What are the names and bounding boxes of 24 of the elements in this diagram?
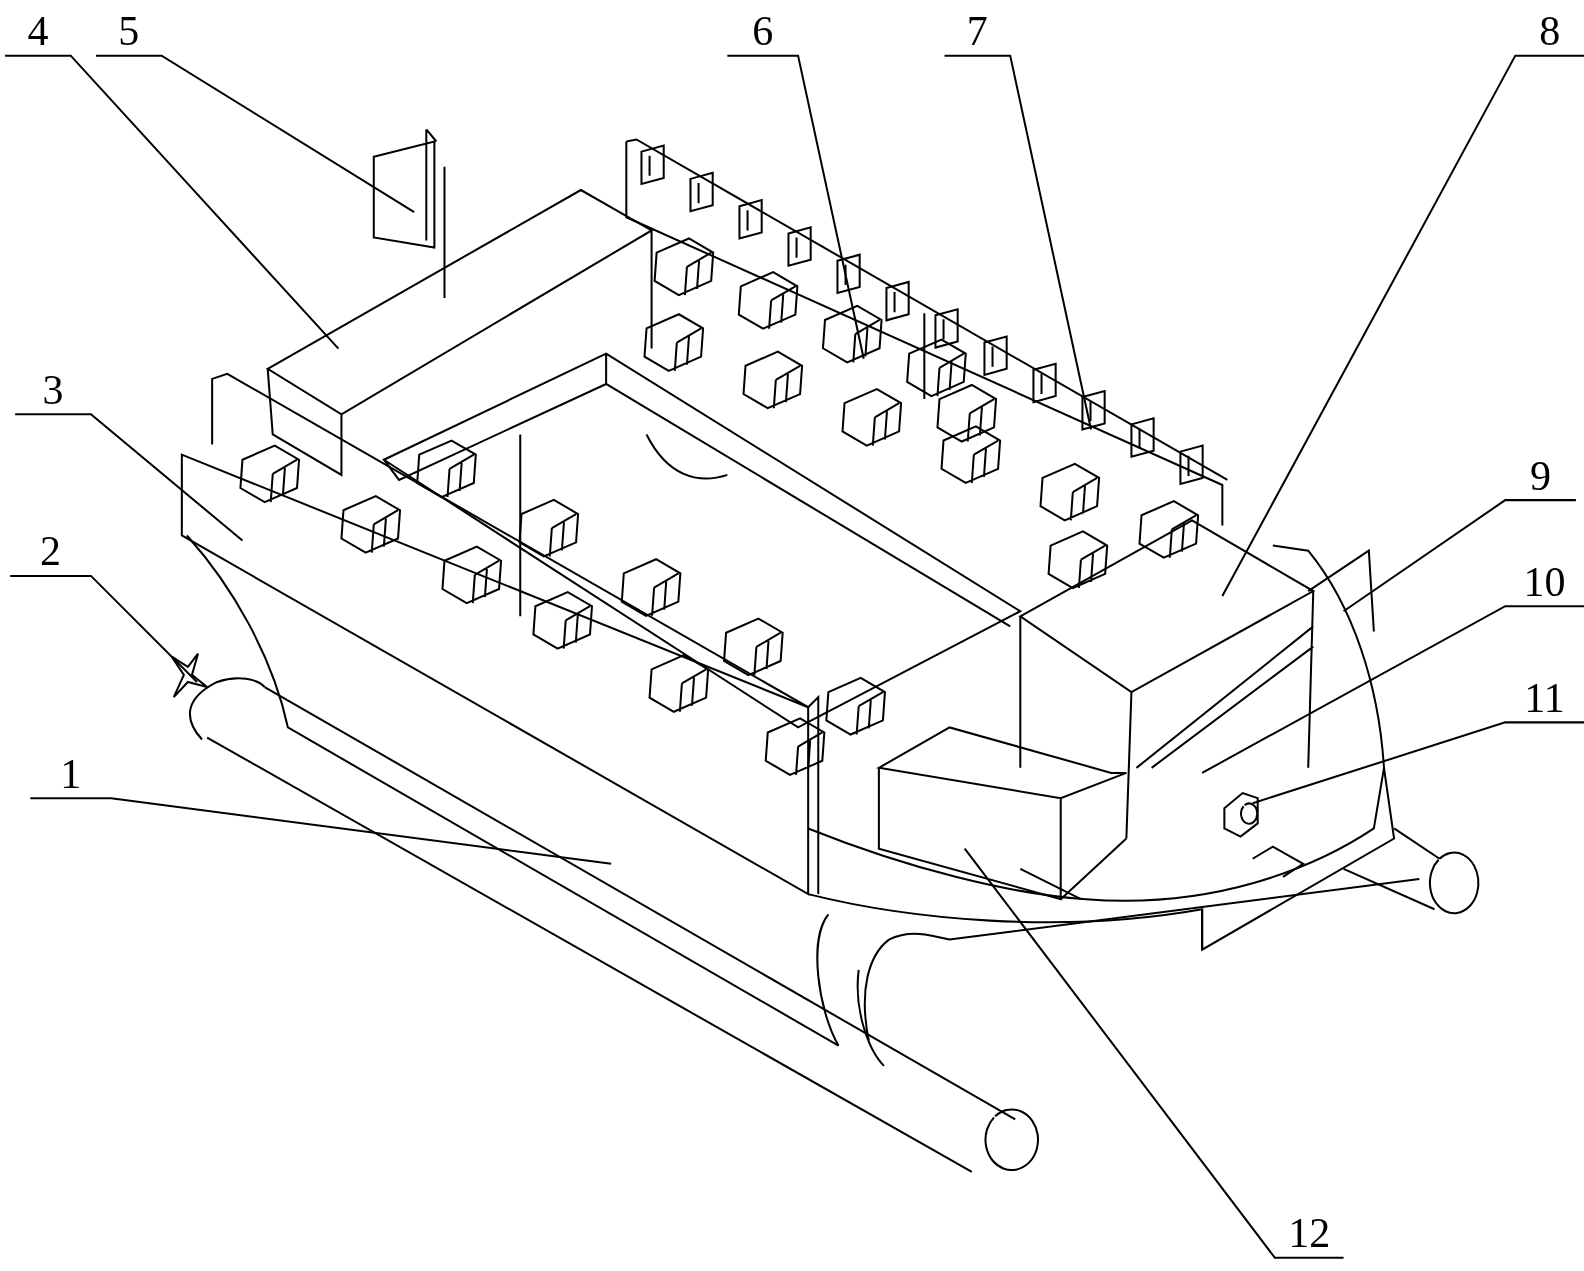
callout-number: 4 [27, 13, 49, 50]
callout-number: 2 [40, 533, 61, 570]
callout-number: 3 [42, 371, 64, 408]
callout-number: 11 [1524, 679, 1565, 716]
leader-line [5, 54, 340, 350]
leader-line [15, 413, 244, 542]
leader-line [1201, 605, 1584, 774]
callout-number: 5 [118, 13, 140, 50]
leader-line [1252, 721, 1584, 805]
callout-number: 1 [60, 755, 82, 792]
leader-line [727, 54, 865, 359]
leader-line [1343, 499, 1576, 613]
leader-line [944, 54, 1092, 430]
leader-line [30, 797, 612, 865]
callout-number: 8 [1539, 13, 1561, 50]
leader-line [1221, 54, 1584, 597]
leader-line [10, 574, 198, 683]
callout-number: 7 [966, 13, 988, 50]
callout-number: 6 [752, 13, 774, 50]
callout-number: 9 [1530, 457, 1552, 494]
leader-line [95, 54, 415, 214]
callout-number: 12 [1288, 1215, 1331, 1252]
callout-number: 10 [1523, 563, 1566, 600]
leader-line [963, 848, 1344, 1259]
